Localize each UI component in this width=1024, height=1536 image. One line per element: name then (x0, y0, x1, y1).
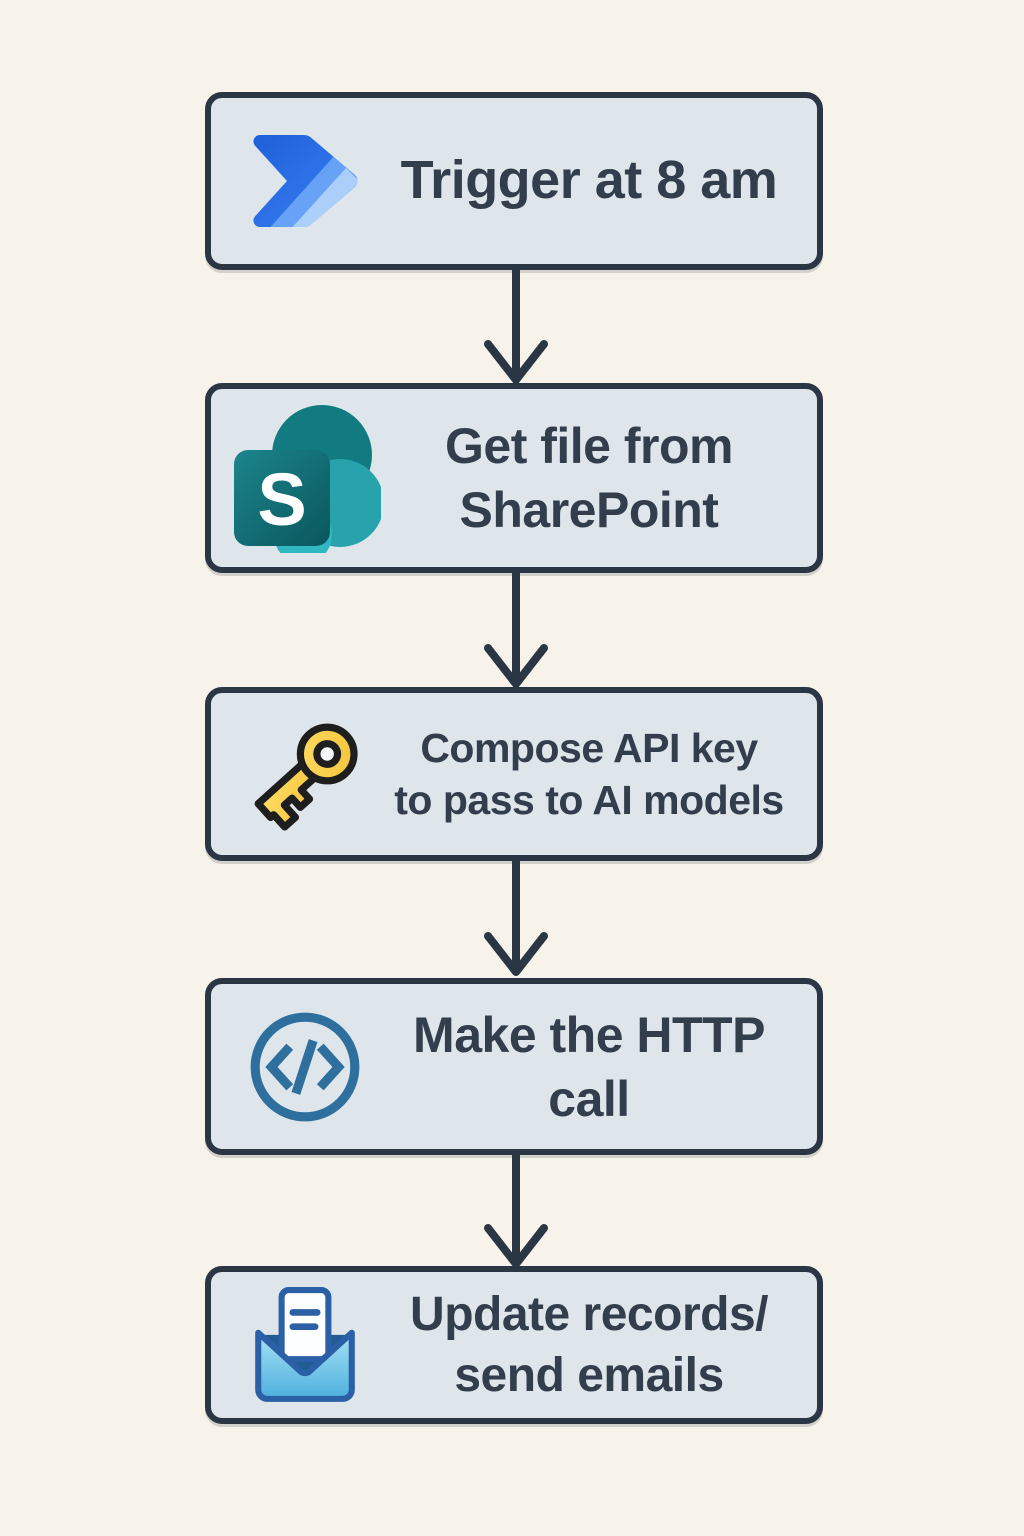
arrow-connector-2 (484, 572, 548, 688)
svg-text:S: S (257, 458, 306, 541)
key-icon (225, 707, 385, 841)
step-label-compose-key: Compose API key to pass to AI models (394, 724, 784, 823)
step-label-get-file: Get file from SharePoint (445, 418, 733, 538)
step-box-trigger: Trigger at 8 am (205, 92, 823, 270)
code-icon (225, 1006, 385, 1128)
arrow-connector-3 (484, 860, 548, 976)
mail-envelope-icon (225, 1284, 385, 1406)
step-box-http-call: Make the HTTP call (205, 978, 823, 1155)
arrow-connector-1 (484, 268, 548, 384)
step-label-http-call: Make the HTTP call (413, 1006, 765, 1127)
step-box-compose-key: Compose API key to pass to AI models (205, 687, 823, 861)
arrow-connector-4 (484, 1152, 548, 1268)
step-box-get-file: S Get file from SharePoint (205, 383, 823, 573)
power-automate-icon (225, 131, 385, 231)
step-label-trigger: Trigger at 8 am (400, 150, 778, 211)
step-label-update-records: Update records/ send emails (410, 1287, 768, 1402)
sharepoint-icon: S (225, 403, 385, 553)
step-box-update-records: Update records/ send emails (205, 1266, 823, 1424)
